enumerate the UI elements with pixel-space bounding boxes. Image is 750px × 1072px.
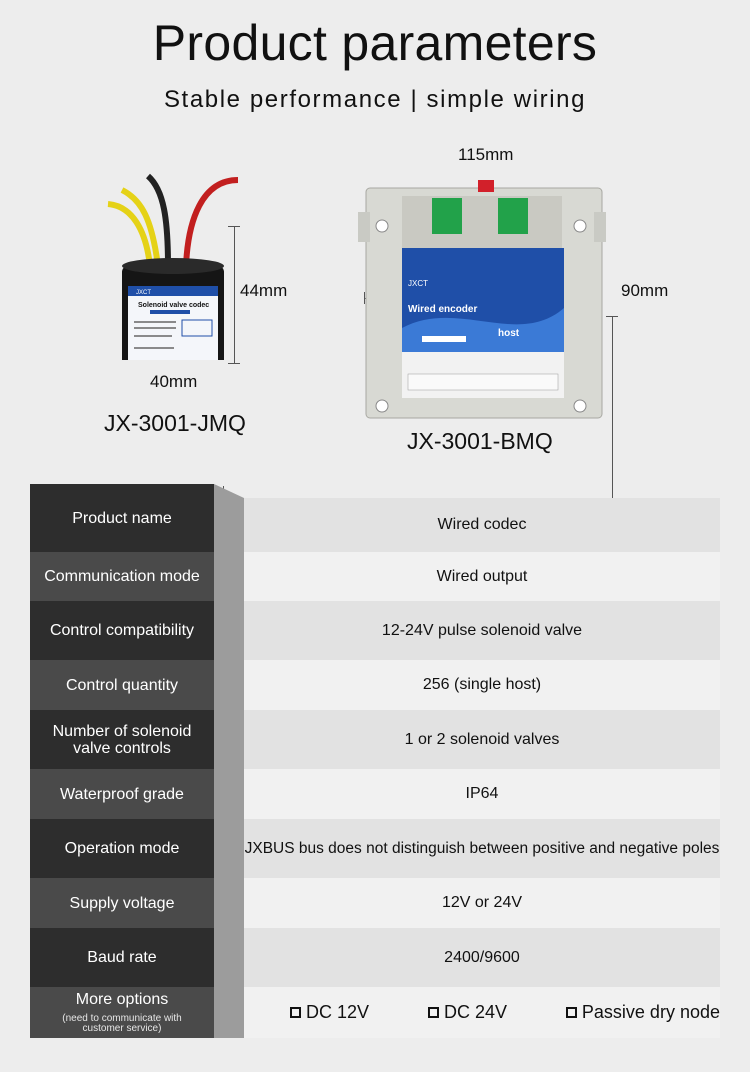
more-options-label: More options [75,991,169,1008]
option-label: Passive dry node [581,1002,720,1022]
dim-tick [606,316,618,317]
row-value: 12V or 24V [244,878,720,928]
host-brand: JXCT [408,279,428,288]
product-showcase: JXCT Solenoid valve codec [0,130,750,512]
option-passive-dry-node[interactable]: Passive dry node [565,1002,720,1023]
table-row: Number of solenoid valve controls 1 or 2… [30,710,720,769]
row-label: Baud rate [30,928,214,987]
host-panel-title: Wired encoder [408,304,477,315]
row-value: 12-24V pulse solenoid valve [244,601,720,660]
dim-tick [228,363,240,364]
row-value: 2400/9600 [244,928,720,987]
row-label: Supply voltage [30,878,214,928]
table-row-more-options: More options (need to communicate with c… [30,987,720,1038]
host-panel-sub: host [498,328,520,339]
option-dc12v[interactable]: DC 12V [290,1002,369,1023]
checkbox-icon [565,1007,577,1018]
table-row: Operation mode JXBUS bus does not distin… [30,819,720,878]
more-options-note: (need to communicate with customer servi… [62,1013,182,1034]
dim-tick [228,226,240,227]
codec-height-label: 44mm [240,281,288,300]
table-row: Product name Wired codec [30,484,720,552]
codec-brand: JXCT [136,290,151,296]
codec-label-title: Solenoid valve codec [138,302,209,309]
row-value: IP64 [244,769,720,819]
row-label: Product name [30,484,214,552]
codec-model-name: JX-3001-JMQ [104,410,246,436]
option-label: DC 24V [443,1002,507,1022]
table-bevel [214,484,244,1038]
codec-width-label: 40mm [150,372,198,391]
row-label: Operation mode [30,819,214,878]
option-dc24v[interactable]: DC 24V [427,1002,507,1023]
host-model-name: JX-3001-BMQ [407,428,553,454]
table-row: Communication mode Wired output [30,552,720,601]
table-row: Control quantity 256 (single host) [30,660,720,710]
host-height-label: 90mm [621,281,669,300]
height-dimension-line [612,316,613,512]
row-value: Wired output [244,552,720,601]
checkbox-icon [427,1007,439,1018]
row-label: Number of solenoid valve controls [30,710,214,769]
table-row: Waterproof grade IP64 [30,769,720,819]
row-label: Communication mode [30,552,214,601]
wired-encoder-host-photo: JXCT Wired encoder host [358,180,606,419]
host-width-label: 115mm [458,145,514,164]
row-value: 256 (single host) [244,660,720,710]
row-label: More options (need to communicate with c… [30,987,214,1038]
table-row: Supply voltage 12V or 24V [30,878,720,928]
parameter-table: Product name Wired codec Communication m… [30,484,720,1038]
height-dimension-line [234,226,235,364]
dim-tick [364,292,365,304]
row-label: Control compatibility [30,601,214,660]
row-value: 1 or 2 solenoid valves [244,710,720,769]
table-row: Control compatibility 12-24V pulse solen… [30,601,720,660]
options-list: DC 12V DC 24V Passive dry node [244,987,720,1038]
row-label: Waterproof grade [30,769,214,819]
table-row: Baud rate 2400/9600 [30,928,720,987]
checkbox-icon [290,1007,301,1018]
page-title: Product parameters [152,15,598,71]
row-value: Wired codec [244,498,720,552]
option-label: DC 12V [306,1002,370,1022]
page-subtitle: Stable performance | simple wiring [163,86,587,113]
row-label: Control quantity [30,660,214,710]
solenoid-codec-photo: JXCT Solenoid valve codec [107,173,239,360]
row-value: JXBUS bus does not distinguish between p… [244,819,720,878]
